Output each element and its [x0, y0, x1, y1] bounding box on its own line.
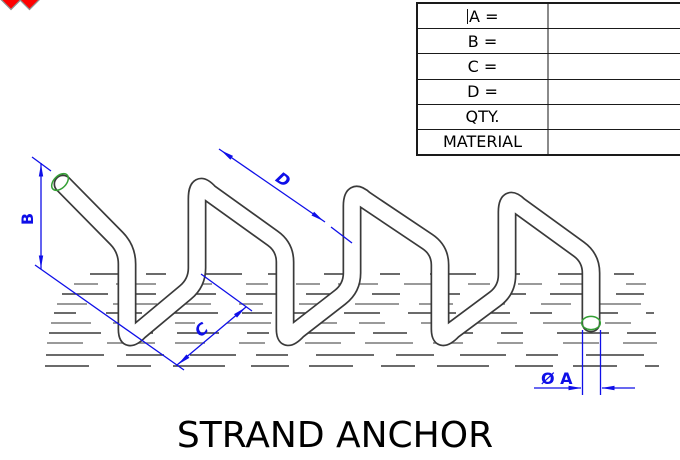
dim-dia-arrow-right: [601, 385, 615, 391]
table-label-b: B =: [418, 29, 549, 54]
table-value-qty[interactable]: [549, 105, 680, 129]
wire-end-cap-right: [580, 315, 602, 331]
table-value-c[interactable]: [549, 54, 680, 78]
text-cursor: [466, 8, 469, 24]
table-label-text: QTY.: [465, 107, 500, 127]
strand-anchor-wire: [50, 172, 602, 347]
table-label-text: A =: [469, 6, 499, 26]
table-row: MATERIAL: [418, 129, 680, 155]
red-diamonds-logo: [0, 0, 40, 11]
wire-end-cap-left: [50, 172, 70, 192]
dim-c-extension-upper: [200, 273, 253, 312]
dim-b-arrow-down: [38, 255, 44, 268]
dim-bc-oblique-extension: [34, 264, 185, 371]
table-label-text: MATERIAL: [442, 132, 523, 152]
table-value-material[interactable]: [549, 130, 680, 154]
table-label-c: C =: [418, 54, 549, 79]
table-label-text: B =: [467, 31, 498, 51]
dimension-annotations: B C D Ø A: [18, 148, 635, 395]
table-value-b[interactable]: [549, 29, 680, 53]
logo-diamond-right: [19, 0, 40, 11]
dim-c-arrow-upper: [234, 307, 246, 318]
table-label-qty: QTY.: [418, 104, 549, 129]
table-value-d[interactable]: [549, 80, 680, 104]
table-label-d: D =: [418, 79, 549, 104]
dim-d-arrow-upper: [221, 150, 233, 160]
table-label-material: MATERIAL: [418, 129, 549, 155]
table-row: B =: [418, 29, 680, 55]
spec-table: A = B = C = D = QTY. MATERIAL: [416, 2, 680, 156]
table-label-text: D =: [467, 82, 498, 102]
table-row: C =: [418, 54, 680, 80]
dim-dia-label: Ø A: [541, 369, 573, 388]
dim-dia-arrow-left: [568, 385, 582, 391]
drawing-title: STRAND ANCHOR: [176, 415, 494, 456]
dim-d-arrow-lower: [311, 211, 324, 221]
dim-c-line: [176, 306, 247, 366]
dim-d-line: [218, 148, 326, 223]
wire-core: [55, 176, 599, 345]
dim-b-arrow-up: [38, 164, 44, 177]
table-value-a[interactable]: [549, 4, 680, 28]
dim-b-label: B: [18, 213, 37, 225]
table-label-a: A =: [418, 4, 549, 29]
dim-d-extension-lower: [330, 226, 353, 244]
table-row: D =: [418, 79, 680, 105]
table-row: QTY.: [418, 104, 680, 130]
table-row: A =: [418, 4, 680, 30]
logo-diamond-left: [0, 0, 22, 11]
table-label-text: C =: [467, 56, 498, 76]
dim-c-arrow-lower: [178, 354, 190, 365]
